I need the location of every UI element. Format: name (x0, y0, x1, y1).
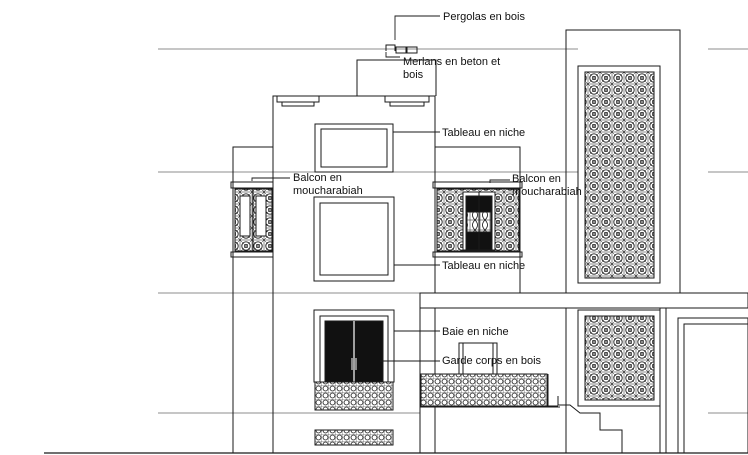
tall-moucharabiah-screen (577, 65, 661, 284)
parapet-step (356, 44, 437, 96)
label-pergolas: Pergolas en bois (443, 11, 525, 23)
label-balcon-left-line1: Balcon en (293, 172, 342, 184)
label-merlons-line2: bois (403, 69, 424, 81)
left-wing (230, 146, 274, 454)
right-ground-volume (659, 308, 748, 454)
left-moucharabiah-balcony (234, 188, 273, 252)
label-tableau-top: Tableau en niche (442, 127, 525, 139)
garde-corps-left (314, 381, 394, 411)
lower-moucharabiah-screen (577, 309, 661, 407)
label-baie: Baie en niche (442, 326, 509, 338)
right-wing (432, 146, 523, 294)
label-garde-corps: Garde corps en bois (442, 355, 542, 367)
baie-en-niche (313, 309, 395, 383)
right-moucharabiah-balcony (436, 188, 520, 252)
label-balcon-left-line2: moucharabiah (293, 185, 363, 197)
label-balcon-right-line1: Balcon en (512, 173, 561, 185)
label-merlons-line1: Merlans en beton et (403, 56, 500, 68)
label-balcon-right-line2: moucharabiah (512, 186, 582, 198)
tableau-niche-top (314, 123, 394, 173)
right-tower (565, 29, 681, 453)
lower-right-volume (419, 308, 623, 453)
label-tableau-mid: Tableau en niche (442, 260, 525, 272)
tableau-niche-middle (313, 196, 395, 282)
leader-lines (251, 15, 510, 362)
canopy-slab (419, 292, 748, 309)
base-grille-panel (314, 429, 394, 446)
garde-corps-bois (420, 342, 548, 407)
